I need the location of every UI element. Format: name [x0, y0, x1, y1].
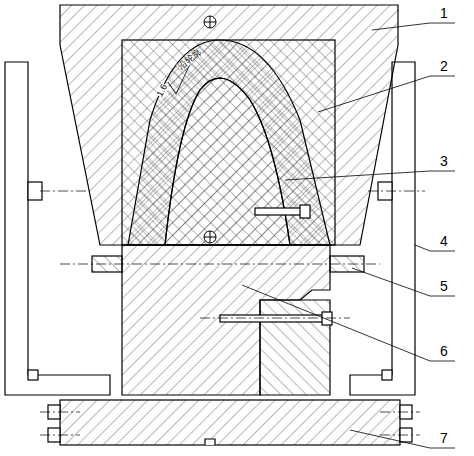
- callout-number: 3: [440, 154, 448, 168]
- callout-number: 1: [440, 6, 448, 20]
- callout-number: 7: [440, 431, 448, 445]
- callout-number: 4: [440, 234, 448, 248]
- callout-number: 5: [440, 279, 448, 293]
- callout-number: 2: [440, 59, 448, 73]
- callout-number: 6: [440, 344, 448, 358]
